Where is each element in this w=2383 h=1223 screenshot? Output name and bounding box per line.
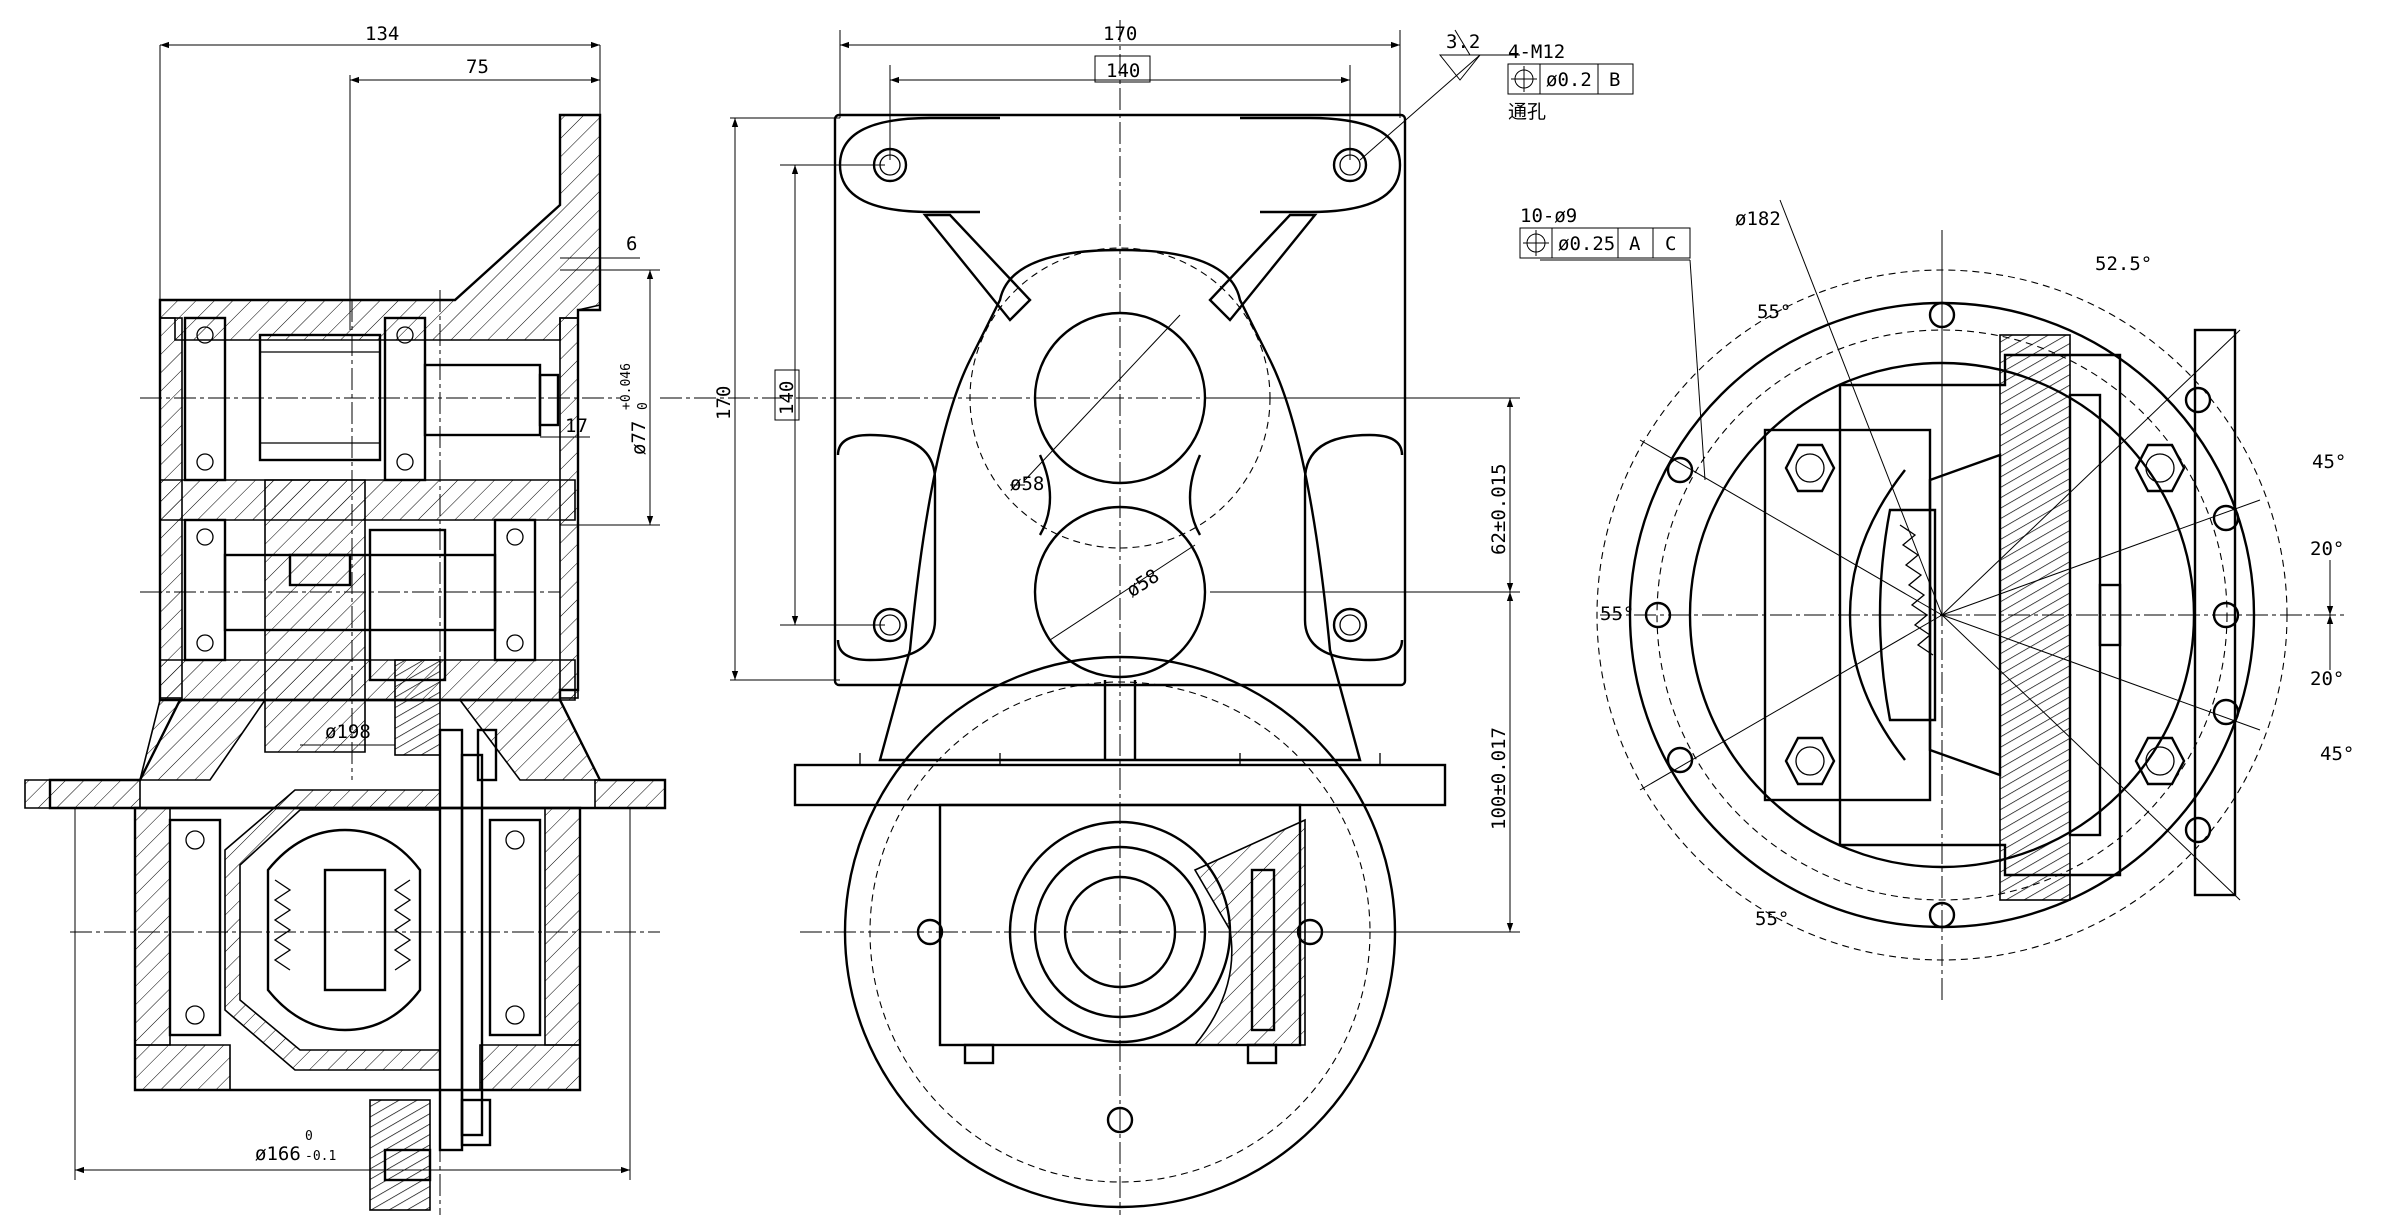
- left-section-view: 134 75 6 17 ø77 +0.046 0 ø198 ø166 0 -0.…: [24, 23, 667, 1215]
- dim-bore-77: ø77: [628, 421, 650, 455]
- hex-bolt-lower-right: [2134, 736, 2186, 786]
- dim-base-166-tol-lower: -0.1: [305, 1149, 336, 1164]
- mount-hole-bottom-right: [1332, 607, 1368, 643]
- through-hole-note: 通孔: [1508, 101, 1546, 123]
- dim-pcd-182: ø182: [1735, 208, 1781, 230]
- dim-axis-height: 100±0.017: [1488, 727, 1510, 830]
- tolerance-value: ø0.2: [1546, 69, 1592, 91]
- dim-base-166-tol-upper: 0: [305, 1129, 313, 1144]
- dim-140-pitch-v: 140: [776, 381, 798, 415]
- tolerance-value: ø0.25: [1558, 233, 1615, 255]
- hex-bolt-upper-left: [1784, 443, 1836, 493]
- bearing-mid-left: [183, 518, 227, 662]
- dim-bore-58-lower: ø58: [1122, 565, 1163, 602]
- dim-134: 134: [365, 23, 399, 45]
- dim-center-distance: 62±0.015: [1488, 463, 1510, 555]
- hex-bolt-lower-left: [1784, 736, 1836, 786]
- dim-6: 6: [626, 233, 637, 255]
- dim-170-width: 170: [1103, 23, 1137, 45]
- position-tolerance-icon: [1511, 66, 1537, 92]
- bearing-diff-right: [488, 818, 542, 1037]
- angle-20-lower-right: 20°: [2310, 668, 2344, 690]
- dim-75: 75: [466, 56, 489, 78]
- angle-45-lower-right: 45°: [2320, 743, 2354, 765]
- thread-spec: 4-M12: [1508, 41, 1565, 63]
- dim-base-166: ø166: [255, 1143, 301, 1165]
- angle-55-lower-left: 55°: [1755, 908, 1789, 930]
- hole-callout-4-m12: 3.2 4-M12 ø0.2 B 通孔: [1446, 31, 1634, 123]
- bearing-upper-left: [183, 316, 227, 482]
- angle-20-upper-right: 20°: [2310, 538, 2344, 560]
- bearing-mid-right: [493, 518, 537, 662]
- dim-gear-198: ø198: [325, 721, 371, 743]
- dim-bore-77-tol-lower: 0: [636, 402, 651, 410]
- hole-callout-10-d9: 10-ø9 ø0.25 A C: [1519, 205, 1691, 259]
- angle-45-upper-right: 45°: [2312, 451, 2346, 473]
- roughness-value: 3.2: [1446, 31, 1480, 53]
- dim-bore-58-upper: ø58: [1010, 473, 1044, 495]
- dim-170-height: 170: [713, 386, 735, 420]
- angle-52-5: 52.5°: [2095, 253, 2152, 275]
- front-view: 170 140 170 140 ø58 ø58 62±0.015 100±0.0…: [660, 20, 1634, 1215]
- position-tolerance-icon: [1523, 230, 1549, 256]
- dim-140-pitch: 140: [1106, 60, 1140, 82]
- datum-a: A: [1629, 233, 1641, 255]
- bearing-upper-right: [383, 316, 427, 482]
- holes-spec: 10-ø9: [1520, 205, 1577, 227]
- datum-b: B: [1609, 69, 1620, 91]
- angle-55-left: 55°: [1600, 603, 1634, 625]
- datum-c: C: [1665, 233, 1676, 255]
- right-view: 10-ø9 ø0.25 A C ø182 52.5° 55° 55° 55° 4…: [1519, 199, 2354, 1000]
- angle-55-upper-left: 55°: [1757, 301, 1791, 323]
- dim-17: 17: [565, 415, 588, 437]
- dim-bore-77-tol-upper: +0.046: [619, 363, 634, 410]
- hex-bolt-upper-right: [2134, 443, 2186, 493]
- bearing-diff-left: [168, 818, 222, 1037]
